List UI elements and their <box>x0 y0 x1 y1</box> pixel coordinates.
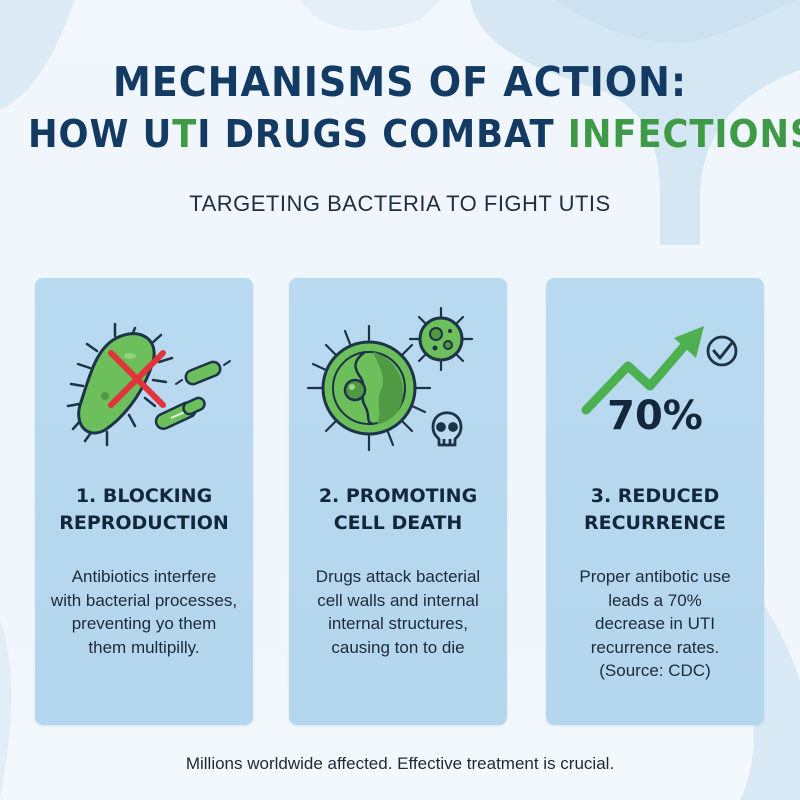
cell-death-skull-icon <box>306 306 474 452</box>
page-title-line1: MECHANISMS OF ACTION: <box>112 58 688 106</box>
card-title-line: 2. PROMOTING <box>318 485 478 507</box>
subtitle: TARGETING BACTERIA TO FIGHT UTIS <box>189 191 611 216</box>
red-cross-icon <box>108 350 166 408</box>
card-title-line: 1. BLOCKING <box>75 485 213 507</box>
card-promoting-cell-death: 2. PROMOTING CELL DEATH Drugs attack bac… <box>289 278 507 725</box>
card-text-line: decrease in UTI <box>595 614 715 633</box>
title-text-green: T <box>172 112 198 156</box>
card-text-line: (Source: CDC) <box>599 661 711 680</box>
card-title: 3. REDUCED RECURRENCE <box>546 483 764 537</box>
footer-note: Millions worldwide affected. Effective t… <box>185 754 615 773</box>
title-text: RUGS COMBAT <box>254 112 568 156</box>
title-text: I D <box>197 112 255 156</box>
card-text-line: Proper antibotic use <box>579 567 731 586</box>
card-text-line: them multipilly. <box>88 637 200 657</box>
card-text-line: Antibiotics interfere <box>71 567 217 586</box>
card-title-line: REPRODUCTION <box>59 512 229 534</box>
background-wave-bottom-left <box>0 620 12 800</box>
skull-icon <box>431 411 463 447</box>
bacteria-crossed-out-icon <box>66 322 231 447</box>
card-blocking-reproduction: 1. BLOCKING REPRODUCTION Antibiotics int… <box>35 278 253 725</box>
card-text-line: internal structures, <box>328 614 468 633</box>
card-description: Drugs attack bacterial cell walls and in… <box>295 565 501 659</box>
background-wave-top <box>300 0 440 31</box>
card-title-line: 3. REDUCED <box>590 485 720 507</box>
title-text: HOW U <box>28 112 173 156</box>
background-blob-left <box>0 0 75 110</box>
card-description: Proper antibotic use leads a 70% decreas… <box>552 565 758 683</box>
card-text-line: Drugs attack bacterial <box>315 567 481 586</box>
card-text-line: causing ton to die <box>331 637 465 657</box>
card-title: 1. BLOCKING REPRODUCTION <box>35 483 253 537</box>
title-highlight-infections: INFECTIONS <box>567 112 800 156</box>
card-text-line: recurrence rates. <box>590 637 720 657</box>
card-text-line: leads a 70% <box>608 590 702 610</box>
check-circle-icon <box>706 335 738 367</box>
trend-up-check-icon <box>581 326 738 415</box>
page-title-line2: HOW UTI DRUGS COMBAT INFECTIONS <box>28 112 800 156</box>
card-description: Antibiotics interfere with bacterial pro… <box>41 565 247 659</box>
bladder-silhouette <box>470 0 800 245</box>
card-text-line: cell walls and internal <box>317 590 479 610</box>
card-title-line: RECURRENCE <box>583 512 727 534</box>
card-title-line: CELL DEATH <box>333 512 463 534</box>
card-text-line: with bacterial processes, <box>50 590 238 610</box>
card-text-line: preventing yo them <box>71 614 217 633</box>
trend-arrow-icon <box>581 339 691 415</box>
card-reduced-recurrence: 70% 3. REDUCED RECURRENCE Proper antibot… <box>546 278 764 725</box>
recurrence-stat: 70% <box>607 393 703 439</box>
card-title: 2. PROMOTING CELL DEATH <box>289 483 507 537</box>
